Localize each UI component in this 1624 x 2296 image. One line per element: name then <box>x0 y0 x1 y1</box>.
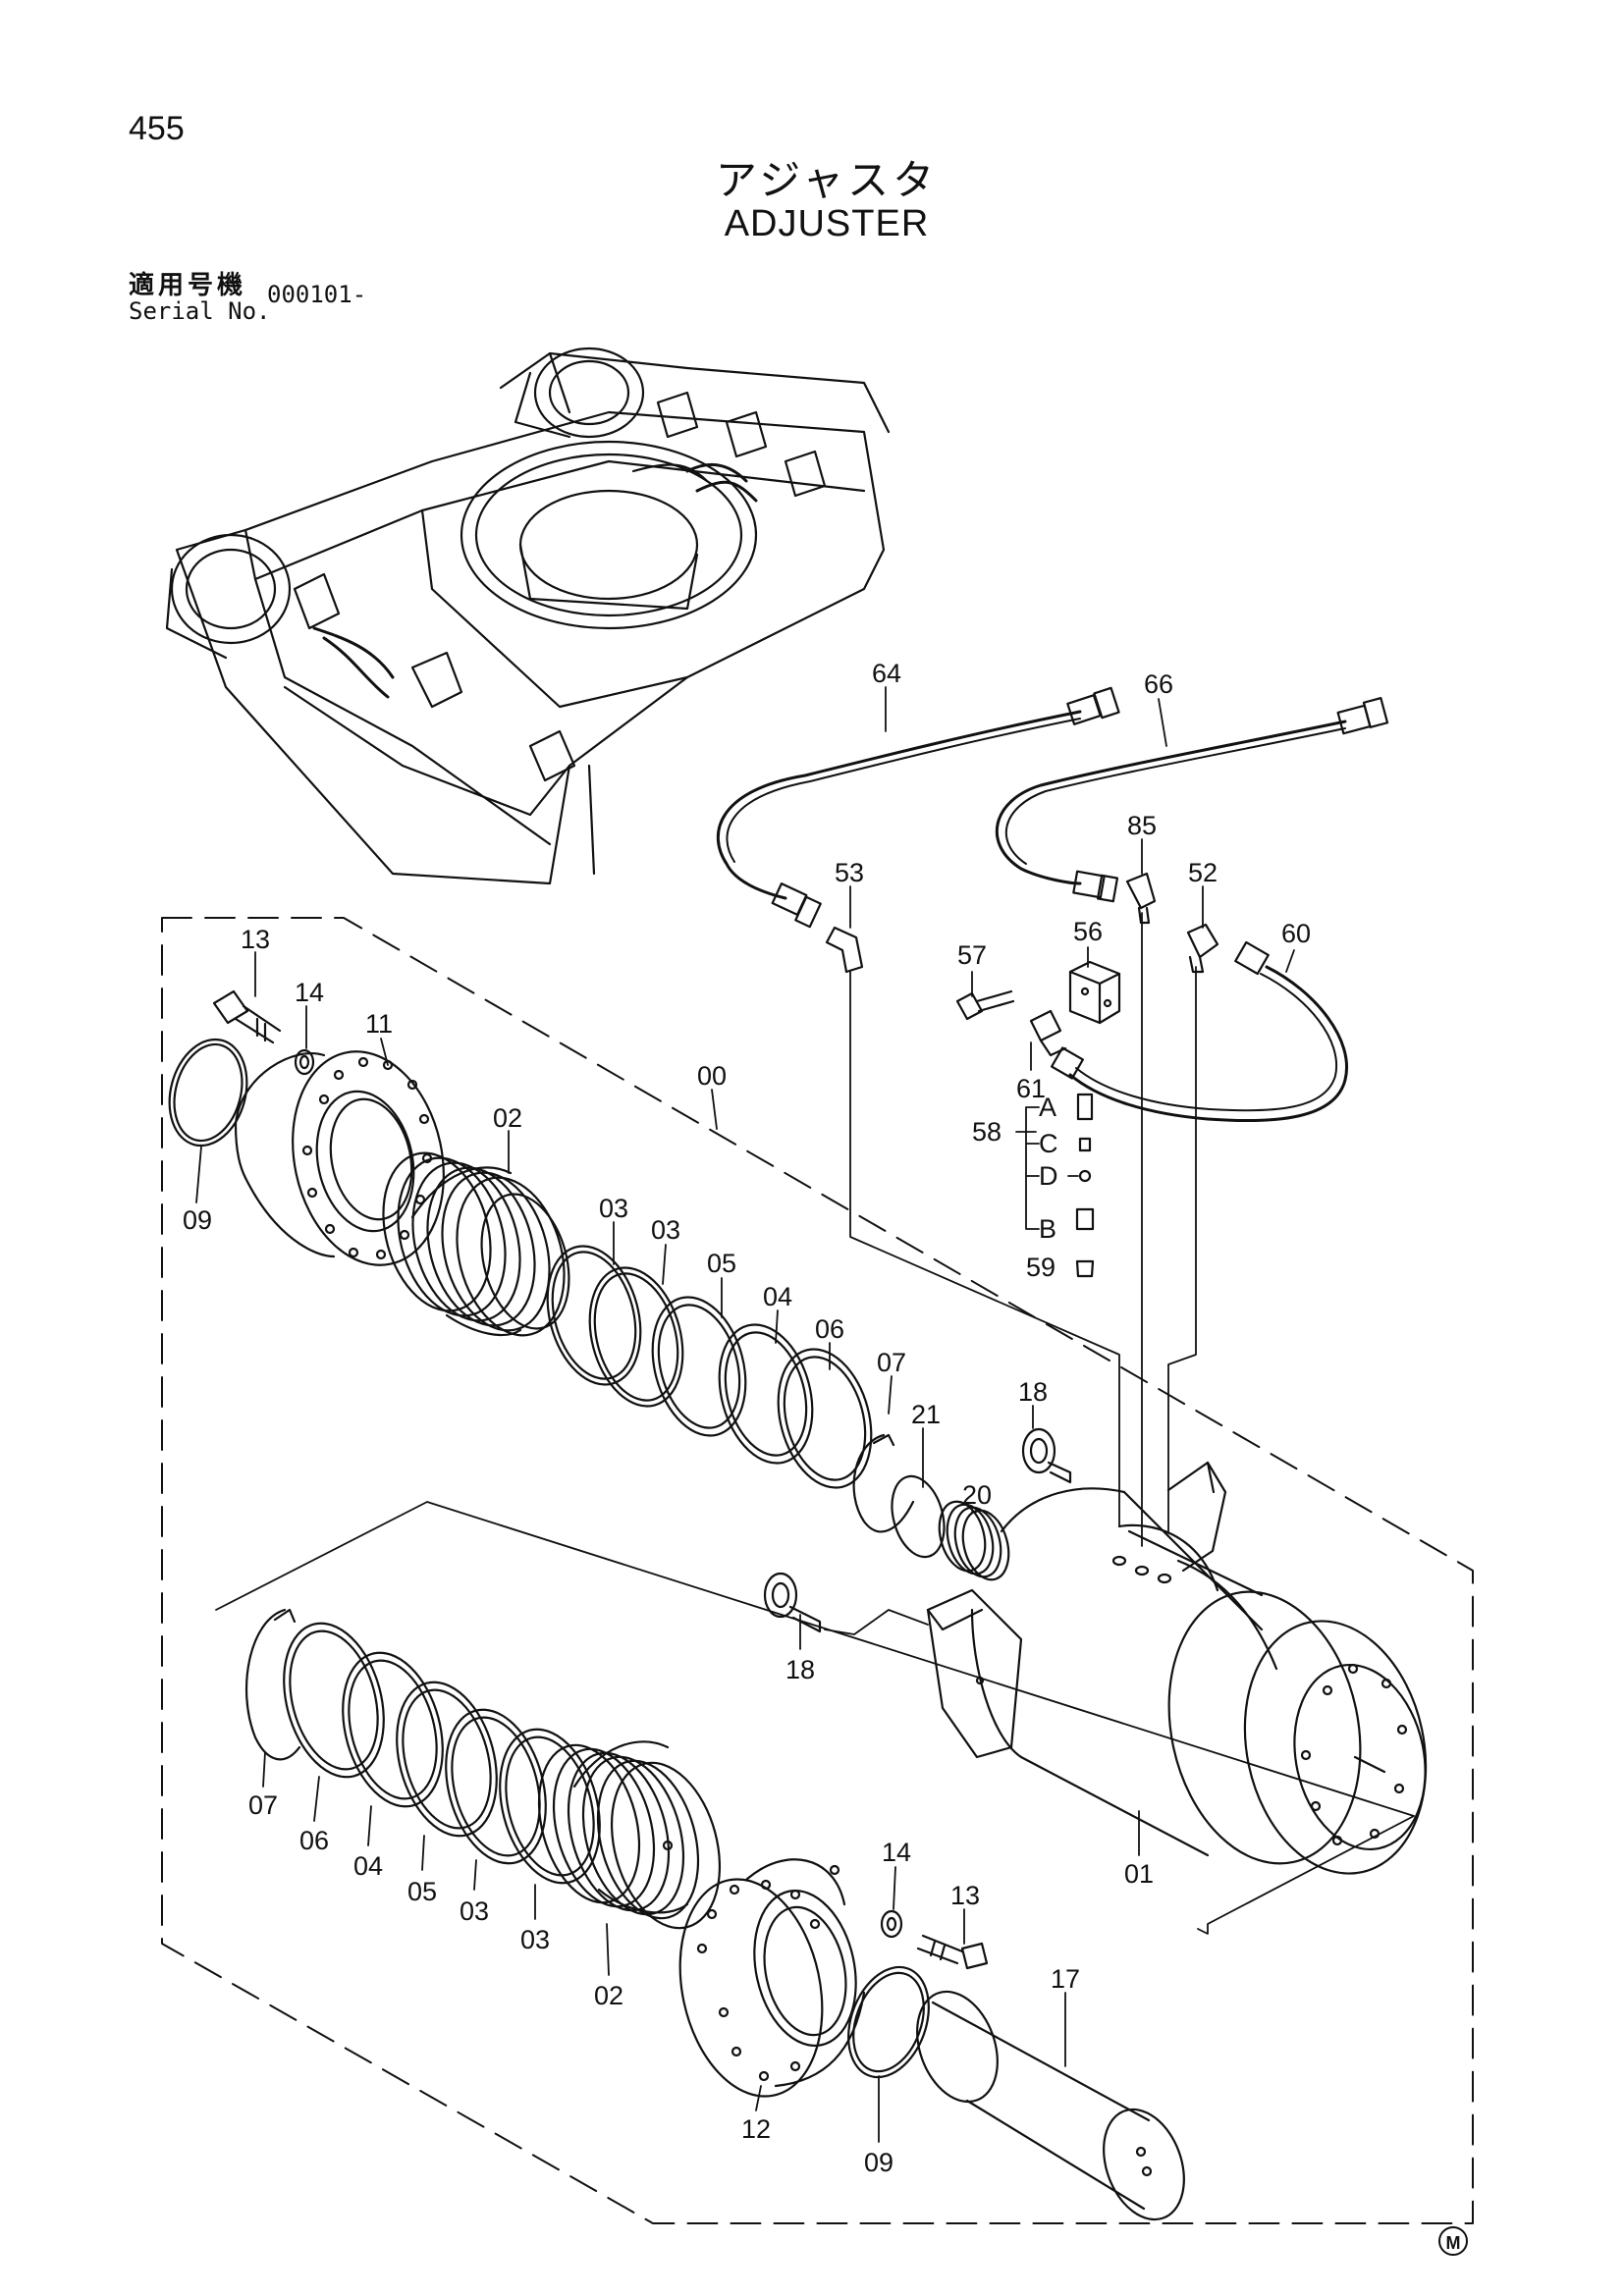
callout-17: 17 <box>1051 1964 1080 1994</box>
callout-21: 21 <box>911 1400 941 1429</box>
title-japanese: アジャスタ <box>715 156 939 204</box>
callout-03-lower-b: 03 <box>520 1925 550 1954</box>
callout-52: 52 <box>1188 858 1218 887</box>
callout-02-upper: 02 <box>493 1103 522 1133</box>
assembly-boundary-00 <box>161 917 1474 2224</box>
hose-66 <box>995 697 1389 903</box>
callout-03-upper-b: 03 <box>651 1215 680 1245</box>
callout-03-upper-a: 03 <box>599 1194 628 1223</box>
callout-18-upper: 18 <box>1018 1377 1048 1407</box>
callout-09-upper: 09 <box>183 1205 212 1235</box>
flange-12 <box>678 1858 866 2098</box>
serial-value: 000101- <box>267 281 367 308</box>
washer-14-lower <box>880 1909 903 1939</box>
callout-11: 11 <box>365 1009 393 1039</box>
callout-05-upper: 05 <box>707 1249 736 1278</box>
callout-04-upper: 04 <box>763 1282 792 1311</box>
callout-05-lower: 05 <box>407 1877 437 1906</box>
callout-13-upper: 13 <box>241 925 270 954</box>
callout-00: 00 <box>697 1061 727 1091</box>
callout-03-lower-a: 03 <box>460 1896 489 1926</box>
ring-05-upper <box>651 1296 747 1437</box>
ring-06-lower <box>283 1622 385 1779</box>
lower-assembly-line <box>215 1501 1415 1935</box>
spring-20 <box>938 1500 1010 1581</box>
eyebolt-18-upper <box>1021 1427 1072 1484</box>
snap-ring-07-upper <box>852 1433 915 1533</box>
corner-mark-icon: M <box>1438 2226 1468 2256</box>
ring-03-upper-b <box>588 1266 684 1408</box>
callout-59: 59 <box>1026 1253 1056 1282</box>
callout-leaders <box>195 686 1295 2143</box>
ring-04-lower <box>342 1651 444 1808</box>
eyebolt-18-lower <box>763 1572 929 1635</box>
grease-fittings-58 <box>1075 1093 1095 1278</box>
callout-58-B: B <box>1039 1214 1056 1244</box>
callout-61: 61 <box>1016 1074 1046 1103</box>
callout-58: 58 <box>972 1117 1001 1147</box>
fitting-61 <box>1029 1009 1067 1057</box>
serial-label-english: Serial No. <box>129 297 271 325</box>
callout-60: 60 <box>1281 919 1311 948</box>
callout-01: 01 <box>1124 1859 1154 1889</box>
callout-85: 85 <box>1127 811 1157 840</box>
callout-18-lower: 18 <box>785 1655 815 1684</box>
title-english: ADJUSTER <box>724 203 930 244</box>
washer-14-upper <box>294 1048 315 1076</box>
cover-17 <box>916 1990 1185 2221</box>
bolt-13-upper <box>212 989 282 1044</box>
callout-58-A: A <box>1039 1093 1056 1122</box>
snap-ring-21 <box>891 1474 946 1559</box>
callout-06-upper: 06 <box>815 1314 844 1344</box>
piston-02-lower <box>537 1740 722 1930</box>
callout-12: 12 <box>741 2114 771 2144</box>
cylinder-body-01 <box>926 1461 1428 1875</box>
callout-13-lower: 13 <box>950 1881 980 1910</box>
bolt-13-lower <box>916 1934 989 1970</box>
ring-03-lower-b <box>499 1728 601 1885</box>
callout-06-lower: 06 <box>299 1826 329 1855</box>
ring-04-upper <box>718 1323 814 1465</box>
hose-leader-lines <box>849 912 1197 1547</box>
callout-66: 66 <box>1144 669 1173 699</box>
callout-58-C: C <box>1039 1129 1058 1158</box>
callout-07-upper: 07 <box>877 1348 906 1377</box>
ring-03-lower-a <box>445 1708 547 1865</box>
piston-02-upper <box>382 1151 570 1337</box>
callout-labels: 64 66 85 53 52 60 57 56 61 58 A C D B 59… <box>183 659 1311 2177</box>
fitting-85 <box>1125 872 1157 925</box>
callout-02-lower: 02 <box>594 1981 623 2010</box>
snap-ring-07-lower <box>244 1608 301 1761</box>
callout-14-upper: 14 <box>295 978 324 1007</box>
callout-58-D: D <box>1039 1161 1058 1191</box>
fitting-52 <box>1186 923 1219 974</box>
o-ring-09-lower <box>847 1965 930 2079</box>
callout-04-lower: 04 <box>353 1851 383 1881</box>
callout-07-lower: 07 <box>248 1790 278 1820</box>
o-ring-09-upper <box>168 1038 248 1148</box>
serial-label-japanese: 適用号機 <box>129 271 247 300</box>
callout-09-lower: 09 <box>864 2148 893 2177</box>
callout-57: 57 <box>957 940 987 970</box>
ring-03-upper-a <box>546 1245 642 1386</box>
callout-64: 64 <box>872 659 901 688</box>
callout-20: 20 <box>962 1480 992 1510</box>
block-56 <box>1068 960 1121 1025</box>
page-number: 455 <box>129 110 185 147</box>
bolt-57 <box>955 989 1015 1021</box>
ring-06-upper <box>777 1348 873 1489</box>
callout-14-lower: 14 <box>882 1838 911 1867</box>
hose-64 <box>716 686 1120 929</box>
hose-60 <box>1051 940 1348 1123</box>
fitting-53 <box>825 926 864 974</box>
undercarriage-frame <box>165 347 891 885</box>
callout-53: 53 <box>835 858 864 887</box>
callout-56: 56 <box>1073 917 1103 946</box>
